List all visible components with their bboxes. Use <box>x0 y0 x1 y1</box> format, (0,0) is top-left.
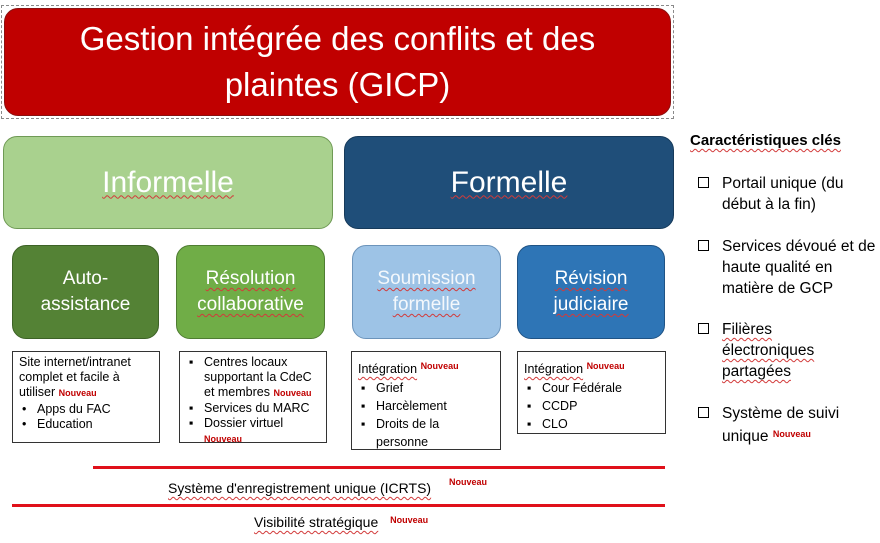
visibility-line <box>12 504 665 507</box>
details-review-header: Intégration <box>524 362 584 376</box>
key-feature-text: Filières électroniques partagées <box>722 321 815 380</box>
diagram-title-text: Gestion intégrée des conflits et des pla… <box>79 20 596 103</box>
details-review-item: Cour Fédérale <box>524 379 659 397</box>
new-tag: Nouveau <box>772 429 811 439</box>
details-judicial-review: Intégration Nouveau Cour Fédérale CCDP C… <box>517 351 666 434</box>
details-review-item: CLO <box>524 415 659 433</box>
key-features-title: Caractéristiques clés <box>690 132 841 149</box>
visibility-label-wrap: Visibilité stratégique Nouveau <box>254 514 428 530</box>
stream-collaborative-resolution: Résolution collaborative <box>176 245 325 339</box>
checkbox-icon <box>698 323 709 334</box>
details-review-item: CCDP <box>524 397 659 415</box>
informal-category: Informelle <box>3 136 333 229</box>
title-frame <box>1 5 674 119</box>
registry-label: Système d'enregistrement unique (ICRTS) <box>168 480 432 496</box>
key-feature-text: Système de suivi unique <box>722 405 840 445</box>
stream-submission-label: Soumission formelle <box>377 268 476 315</box>
new-tag: Nouveau <box>273 388 312 398</box>
key-feature-text: Portail unique (du début à la fin) <box>722 175 844 213</box>
stream-judicial-review: Révision judiciaire <box>517 245 665 339</box>
details-collab-item-text: Dossier virtuel <box>204 416 284 430</box>
registry-label-wrap: Système d'enregistrement unique (ICRTS) … <box>168 477 487 496</box>
key-feature-text: Services dévoué et de haute qualité en m… <box>722 238 876 297</box>
new-tag: Nouveau <box>204 434 243 444</box>
key-feature-text-wrap: Système de suivi unique Nouveau <box>722 403 872 447</box>
details-auto-item: Education <box>19 417 153 432</box>
new-tag: Nouveau <box>586 361 625 371</box>
informal-label: Informelle <box>102 165 234 199</box>
new-tag: Nouveau <box>58 388 97 398</box>
stream-review-label: Révision judiciaire <box>553 268 629 315</box>
visibility-label: Visibilité stratégique <box>254 514 379 530</box>
formal-category: Formelle <box>344 136 674 229</box>
stream-auto-label: Auto-assistance <box>40 268 131 315</box>
details-auto-assistance: Site internet/intranet complet et facile… <box>12 351 160 443</box>
registry-line <box>93 466 665 469</box>
details-collab-item: Dossier virtuel Nouveau <box>186 416 320 447</box>
details-collab-item-text: Centres locaux supportant la CdeC et mem… <box>204 355 312 399</box>
details-auto-item: Apps du FAC <box>19 402 153 417</box>
new-tag: Nouveau <box>448 477 487 487</box>
details-formal-submission: Intégration Nouveau Grief Harcèlement Dr… <box>351 351 501 450</box>
stream-collab-label: Résolution collaborative <box>197 268 304 315</box>
details-submission-item: Grief <box>358 379 494 397</box>
formal-label: Formelle <box>450 165 568 199</box>
checkbox-icon <box>698 177 709 188</box>
checkbox-icon <box>698 407 709 418</box>
diagram-title: Gestion intégrée des conflits et des pla… <box>4 8 671 116</box>
details-collab-item: Centres locaux supportant la CdeC et mem… <box>186 355 320 401</box>
details-collab-item: Services du MARC <box>186 401 320 416</box>
details-submission-item: Droits de la personne <box>358 415 494 451</box>
new-tag: Nouveau <box>420 361 459 371</box>
stream-auto-assistance: Auto-assistance <box>12 245 159 339</box>
new-tag: Nouveau <box>390 515 429 525</box>
checkbox-icon <box>698 240 709 251</box>
details-auto-intro: Site internet/intranet complet et facile… <box>19 355 131 399</box>
details-submission-header: Intégration <box>358 362 418 376</box>
details-submission-item: Harcèlement <box>358 397 494 415</box>
stream-formal-submission: Soumission formelle <box>352 245 501 339</box>
details-collaborative: Centres locaux supportant la CdeC et mem… <box>179 351 327 444</box>
